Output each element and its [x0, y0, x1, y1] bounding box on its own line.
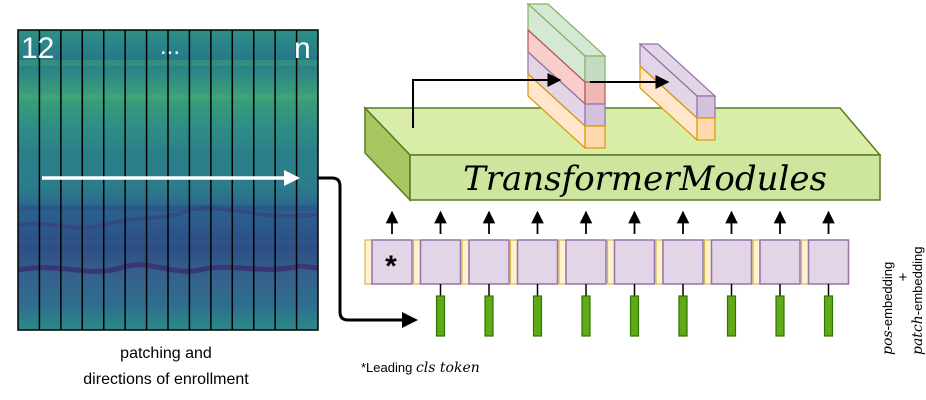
cls-token-footnote: *Leading cls token	[361, 360, 480, 376]
output-stack-1	[526, 2, 607, 150]
token-pos-edge	[606, 239, 616, 285]
patch-embedding-bar	[484, 295, 494, 337]
plus-sign: +	[895, 272, 912, 281]
spectrogram-dark-trace-2	[17, 206, 319, 230]
spectrogram: 12 ... n	[17, 29, 319, 331]
connector-arrow-head	[402, 312, 418, 328]
token-pos-edge	[655, 239, 664, 285]
transformer-label: TransformerModules	[463, 159, 827, 199]
svg-text:patch-embedding: patch-embedding	[910, 247, 926, 355]
patch-label-first: 12	[21, 32, 54, 65]
patch-token	[419, 239, 462, 285]
patch-embedding-bar	[678, 295, 688, 337]
footnote-term: cls token	[416, 360, 480, 376]
patch-label-dots: ...	[160, 33, 180, 60]
token-pos-edge	[364, 239, 373, 285]
token-pos-edge	[412, 239, 422, 285]
patch-token	[807, 239, 850, 285]
patch-embedding-bar	[775, 295, 785, 337]
spectrogram-caption-line2: directions of enrollment	[83, 371, 249, 388]
spectrogram-dark-trace	[17, 262, 319, 274]
svg-text:pos-embedding: pos-embedding	[880, 262, 896, 355]
patch-token	[613, 239, 656, 285]
patch-dividers	[17, 29, 319, 331]
spectrogram-caption-line1: patching and	[120, 345, 212, 362]
patch-embedding-bar	[532, 295, 543, 337]
patch-token	[759, 239, 801, 285]
cls-token-symbol: *	[385, 250, 397, 283]
patch-embedding-bar	[581, 295, 591, 337]
patch-token	[710, 239, 753, 285]
patch-embedding-bar	[629, 295, 640, 337]
transformer-front-face	[409, 154, 881, 201]
token-pos-edge	[752, 239, 761, 285]
transformer-top-face	[363, 107, 882, 156]
patch-token	[565, 239, 607, 285]
spectrogram-to-tokens-connector	[318, 176, 412, 322]
token-pos-edge	[800, 239, 810, 285]
patch-token	[662, 239, 704, 285]
cls-token	[371, 239, 413, 285]
embedding-side-label: pos-embedding + patch-embedding	[880, 247, 926, 355]
token-row	[364, 210, 850, 337]
spectrogram-border	[17, 29, 319, 331]
patch-token	[516, 239, 559, 285]
footnote-prefix: *Leading	[361, 360, 416, 375]
transformer-block: TransformerModules	[363, 106, 882, 202]
patch-embedding-bar	[726, 295, 737, 337]
token-pos-edge	[509, 239, 519, 285]
patch-token	[468, 239, 510, 285]
pos-rest: -embedding	[880, 262, 895, 331]
patch-label-last: n	[294, 32, 311, 65]
patch-italic: patch	[910, 315, 926, 355]
token-pos-edge	[461, 239, 470, 285]
patch-rest: -embedding	[910, 247, 925, 316]
enrollment-arrow-head	[284, 170, 300, 186]
token-pos-edge	[558, 239, 567, 285]
pos-italic: pos	[880, 330, 896, 355]
flow-arrow-into-stack	[412, 73, 562, 128]
token-pos-edge	[703, 239, 713, 285]
patch-embedding-bar	[823, 295, 834, 337]
patch-embedding-bar	[435, 295, 446, 337]
